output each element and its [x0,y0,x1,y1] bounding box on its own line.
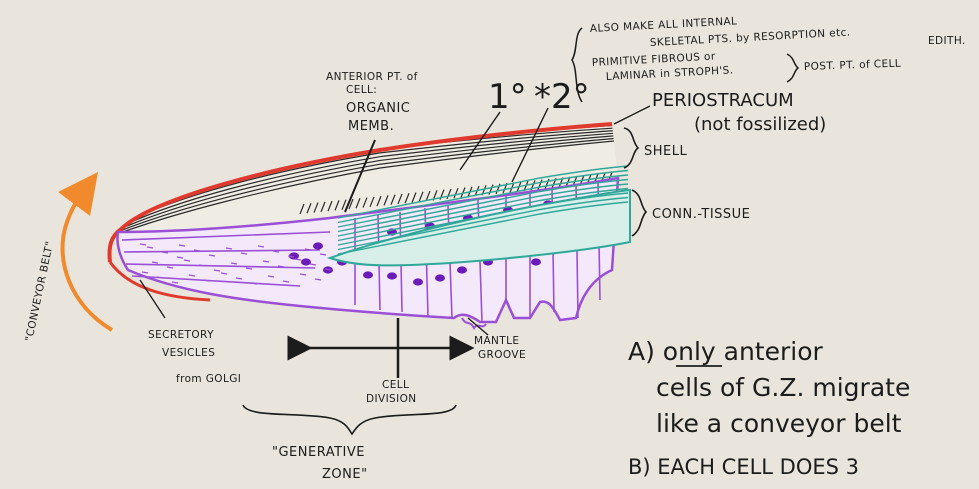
conn-tissue-brace [632,190,646,236]
shell-label: SHELL [644,144,687,159]
edith-label: EDITH. [928,35,966,47]
cell-nucleus [363,271,373,278]
mantle-groove-label-line1: MANTLE [474,335,519,347]
cell-nucleus [413,278,423,285]
secretory-label-line1: SECRETORY [148,329,214,341]
conveyor-belt-arrow [63,188,112,330]
shell-brace [624,128,638,168]
conn-tissue-label: CONN.-TISSUE [652,207,750,222]
cell-nucleus [313,242,323,249]
secondary-marker: *2° [534,77,590,117]
post-pt-label: POST. PT. of CELL [804,58,902,73]
primary-marker: 1° [488,77,527,117]
cell-division-label-line1: CELL [382,379,409,391]
periostracum-leader [614,106,650,124]
cell-nucleus [387,272,397,279]
conveyor-belt-label: "CONVEYOR BELT" [23,240,56,343]
also-label-line1: ALSO MAKE ALL INTERNAL [590,15,738,35]
cell-nucleus [457,266,467,273]
cell-division-label-line2: DIVISION [366,393,417,405]
cell-nucleus [531,258,541,265]
anterior-pt-label-line1: ANTERIOR PT. of [326,71,418,83]
anterior-pt-label-line2: CELL: [346,84,377,96]
generative-zone-label-line1: "GENERATIVE [272,445,365,460]
generative-zone-label-line2: ZONE" [322,467,368,482]
periostracum-label: PERIOSTRACUM [652,90,794,111]
note-a-line2: cells of G.Z. migrate [656,373,910,402]
organic-label-line1: ORGANIC [346,101,410,116]
note-a-line3: like a conveyor belt [656,409,902,438]
cell-nucleus [301,258,311,265]
organic-label-line2: MEMB. [348,119,394,134]
periostracum-sublabel: (not fossilized) [694,114,826,135]
primitive-brace [787,54,798,82]
secretory-label-line3: from GOLGI [176,373,241,385]
generative-zone-brace [243,405,456,434]
cell-nucleus [435,274,445,281]
mantle-groove-label-line2: GROOVE [478,349,526,361]
secretory-leader [140,280,165,318]
secretory-label-line2: VESICLES [162,347,215,359]
note-a-line1: A) only anterior [628,337,823,366]
note-b-line1: B) EACH CELL DOES 3 [628,455,859,479]
